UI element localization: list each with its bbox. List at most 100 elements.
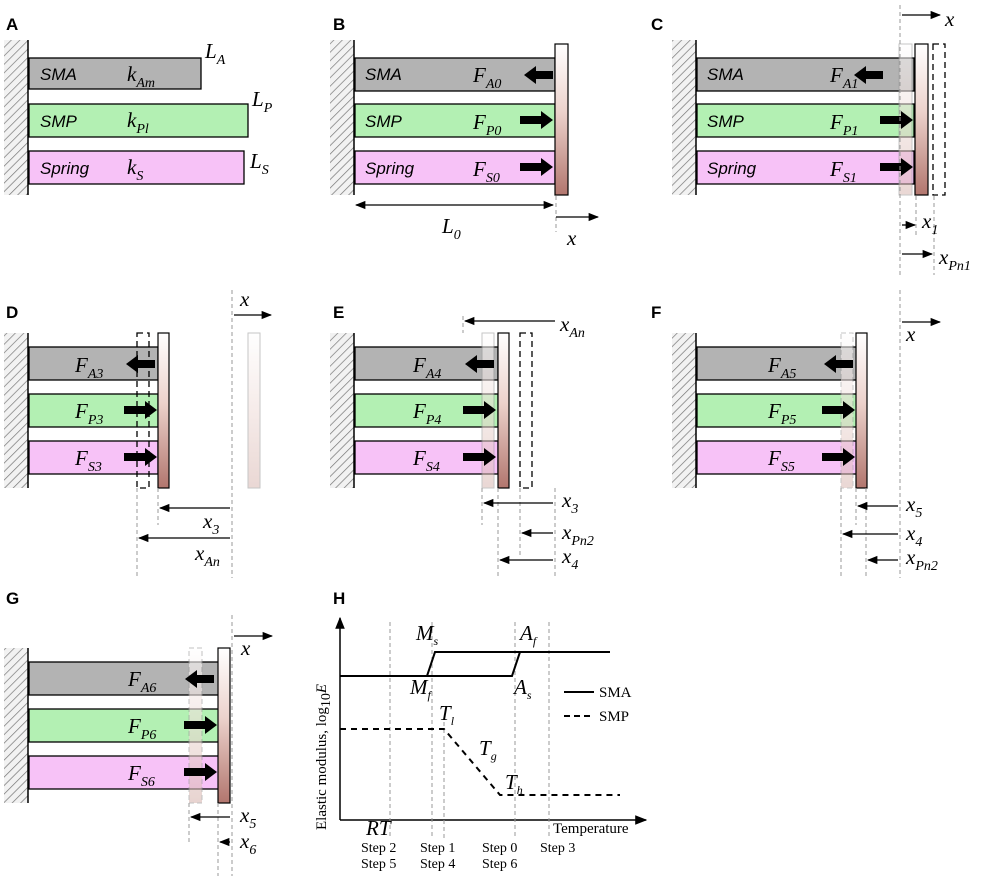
panel-label-e: E <box>333 303 344 322</box>
af-label: Af <box>518 621 538 648</box>
step-label: Step 4 <box>420 857 455 872</box>
disp-xpn2: xPn2 <box>905 545 938 574</box>
legend-smp: SMP <box>599 709 629 725</box>
k-smp: kPl <box>127 108 149 137</box>
spring-bar <box>696 150 915 185</box>
force-p4: FP4 <box>412 399 441 428</box>
panel-label-a: A <box>6 15 18 34</box>
smp-label: SMP <box>365 112 403 131</box>
sma-label: SMA <box>707 65 744 84</box>
arrow-left-icon <box>185 670 214 688</box>
smp-curve <box>340 728 620 796</box>
wall <box>4 40 28 195</box>
x-label: x <box>944 7 955 31</box>
x-label: x <box>905 322 916 346</box>
plate <box>497 332 510 489</box>
panel-e: E FA4 FP4 FS4 xAn x3 xPn2 x4 <box>330 303 594 578</box>
arrow-right-icon <box>124 448 157 466</box>
arrow-right-icon <box>184 763 217 781</box>
y-axis-label: Elastic modulus, log10E <box>314 684 334 830</box>
plate <box>217 647 231 804</box>
sma-curve <box>340 651 610 677</box>
plate <box>914 43 929 196</box>
x-label: x <box>240 636 251 660</box>
panel-label-g: G <box>6 589 19 608</box>
force-a5: FA5 <box>767 353 796 382</box>
force-s3: FS3 <box>74 446 102 475</box>
force-s1: FS1 <box>829 157 857 186</box>
k-sma: kAm <box>127 62 155 91</box>
smp-bar <box>28 103 249 138</box>
x-axis-label: Temperature <box>553 821 629 837</box>
plate-dashed <box>519 332 533 489</box>
arrow-right-icon <box>463 401 496 419</box>
mf-label: Mf <box>409 675 433 702</box>
panel-c: C SMA SMP Spring FA1 FP1 FS1 x x1 xPn1 <box>651 5 971 275</box>
force-s5: FS5 <box>767 446 795 475</box>
step-label: Step 6 <box>482 857 517 872</box>
panel-label-f: F <box>651 303 661 322</box>
sma-label: SMA <box>40 65 77 84</box>
spring-label: Spring <box>40 159 90 178</box>
force-p5: FP5 <box>767 399 796 428</box>
force-a6: FA6 <box>127 667 156 696</box>
wall <box>672 333 696 488</box>
l-smp: LP <box>251 87 273 116</box>
arrow-right-icon <box>463 448 496 466</box>
arrow-right-icon <box>880 158 913 176</box>
arrow-left-icon <box>126 355 155 373</box>
force-a1: FA1 <box>829 63 858 92</box>
panel-label-b: B <box>333 15 345 34</box>
l-spring: LS <box>249 149 269 178</box>
plate <box>157 332 170 489</box>
arrow-left-icon <box>465 355 494 373</box>
disp-xan: xAn <box>194 541 220 570</box>
force-a0: FA0 <box>472 63 501 92</box>
arrow-right-icon <box>880 111 913 129</box>
smp-label: SMP <box>40 112 78 131</box>
wall <box>330 40 354 195</box>
disp-x1: x1 <box>921 209 938 238</box>
arrow-left-icon <box>854 66 883 84</box>
panel-f: F FA5 FP5 FS5 x x5 x4 xPn2 <box>651 290 942 578</box>
force-a3: FA3 <box>74 353 103 382</box>
sma-label: SMA <box>365 65 402 84</box>
panel-d: D FA3 FP3 FS3 x x3 xAn <box>4 287 273 578</box>
panel-label-c: C <box>651 15 663 34</box>
disp-x4: x4 <box>561 544 578 573</box>
force-s6: FS6 <box>127 761 155 790</box>
l-sma: LA <box>204 39 226 68</box>
step-label: Step 3 <box>540 841 575 856</box>
force-p0: FP0 <box>472 110 501 139</box>
force-a4: FA4 <box>412 353 441 382</box>
force-p3: FP3 <box>74 399 103 428</box>
panel-g: G FA6 FP6 FS6 x x5 x6 <box>4 589 274 876</box>
plate-dashed <box>136 332 150 489</box>
step-label: Step 1 <box>420 841 455 856</box>
length-label: L0 <box>441 214 461 243</box>
plate-dashed <box>932 43 946 196</box>
panel-label-h: H <box>333 589 345 608</box>
spring-bar <box>28 150 245 185</box>
legend-sma: SMA <box>599 685 632 701</box>
plate <box>554 43 569 196</box>
panel-label-d: D <box>6 303 18 322</box>
arrow-right-icon <box>822 448 855 466</box>
disp-x6: x6 <box>239 829 256 858</box>
plate-ghost <box>247 332 261 489</box>
disp-x5: x5 <box>239 803 256 832</box>
force-p1: FP1 <box>829 110 858 139</box>
disp-xan-top: xAn <box>559 312 585 341</box>
disp-xpn2: xPn2 <box>561 520 594 549</box>
arrow-left-icon <box>524 66 553 84</box>
rt-label: RT <box>365 816 392 840</box>
wall <box>672 40 696 195</box>
disp-x3: x3 <box>202 509 219 538</box>
arrow-left-icon <box>824 355 853 373</box>
step-label: Step 2 <box>361 841 396 856</box>
spring-label: Spring <box>707 159 757 178</box>
as-label: As <box>512 675 532 702</box>
plate <box>855 332 868 489</box>
disp-x4: x4 <box>905 521 922 550</box>
